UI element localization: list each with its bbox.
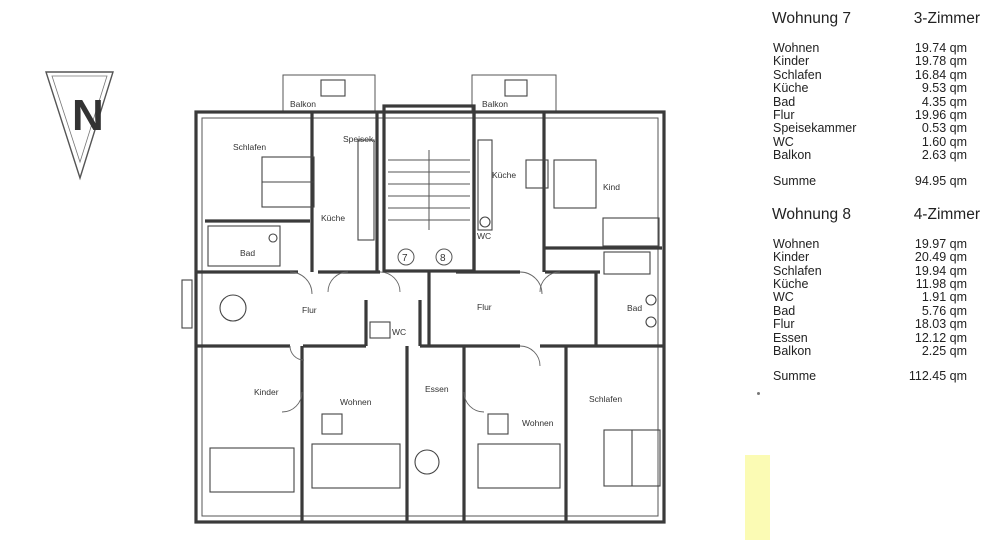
room-name: Balkon xyxy=(773,344,812,359)
room-area: 2.63 qm xyxy=(921,148,967,163)
room-name: Kinder xyxy=(773,54,810,69)
sum-row: Summe 94.95 qm xyxy=(773,173,967,188)
room-name: WC xyxy=(773,134,794,149)
room-area-row: Schlafen 19.94 qm xyxy=(770,263,992,278)
apartment-heading: Wohnung 8 4-Zimmer xyxy=(770,202,992,228)
label-wc-7: WC xyxy=(392,327,406,337)
room-area: 19.74 qm xyxy=(914,41,967,55)
room-area: 5.76 qm xyxy=(921,303,967,318)
room-area: 4.35 qm xyxy=(921,94,967,109)
label-wc-8: WC xyxy=(477,231,491,241)
room-area-row: Flur 19.96 qm xyxy=(770,107,992,122)
room-area: 16.84 qm xyxy=(914,67,967,82)
furniture xyxy=(181,139,661,493)
label-kueche-8: Küche xyxy=(492,170,516,180)
room-name: Bad xyxy=(773,94,796,109)
room-area-row: Schlafen 16.84 qm xyxy=(770,67,992,82)
label-balkon-right: Balkon xyxy=(482,99,508,109)
label-schlafen-8: Schlafen xyxy=(589,394,622,404)
scan-dot xyxy=(757,392,760,395)
room-area: 18.03 qm xyxy=(914,317,967,332)
apartment-name: Wohnung 8 xyxy=(772,205,851,223)
label-balkon-left: Balkon xyxy=(290,99,316,109)
svg-text:7: 7 xyxy=(402,253,408,264)
sum-row: Summe 112.45 qm xyxy=(773,369,967,384)
room-area-row: WC 1.60 qm xyxy=(770,134,992,149)
label-kinder: Kinder xyxy=(254,387,279,397)
label-schlafen-7: Schlafen xyxy=(233,142,266,152)
room-area-row: Küche 11.98 qm xyxy=(770,277,992,292)
room-name: Bad xyxy=(773,303,796,318)
room-area: 12.12 qm xyxy=(914,330,967,345)
floor-plan-drawing: N 7 8 xyxy=(45,71,666,524)
apartment-type: 3-Zimmer xyxy=(913,10,980,27)
label-flur-7: Flur xyxy=(302,305,317,315)
room-area-row: Balkon 2.63 qm xyxy=(770,148,992,163)
label-essen: Essen xyxy=(425,384,449,394)
apartment-type: 4-Zimmer xyxy=(913,205,980,223)
outer-walls xyxy=(194,110,666,524)
highlight-mark xyxy=(745,455,770,540)
label-speisek: Speisek. xyxy=(343,134,376,144)
room-name: Kinder xyxy=(773,250,810,265)
room-area: 1.91 qm xyxy=(921,290,967,305)
room-area-row: Essen 12.12 qm xyxy=(770,330,992,345)
room-area-row: Wohnen 19.97 qm xyxy=(770,236,992,251)
room-name: Schlafen xyxy=(773,263,822,278)
room-name: Wohnen xyxy=(773,41,820,55)
room-area: 2.25 qm xyxy=(921,344,967,359)
room-area: 0.53 qm xyxy=(921,121,967,136)
room-name: Küche xyxy=(773,81,809,96)
north-letter: N xyxy=(72,91,104,140)
label-flur-8: Flur xyxy=(477,302,492,312)
room-area-row: Wohnen 19.74 qm xyxy=(770,41,992,55)
label-wohnen-8: Wohnen xyxy=(522,418,554,428)
room-name: Küche xyxy=(773,277,809,292)
room-name: Flur xyxy=(773,317,795,332)
label-kind: Kind xyxy=(603,182,620,192)
north-arrow-icon: N xyxy=(45,71,114,181)
room-area: 19.96 qm xyxy=(914,107,967,122)
room-area-row: Kinder 20.49 qm xyxy=(770,250,992,265)
room-area-row: Speisekammer 0.53 qm xyxy=(770,121,992,136)
room-area-row: Küche 9.53 qm xyxy=(770,81,992,96)
room-area: 19.97 qm xyxy=(914,236,967,251)
room-name: Balkon xyxy=(773,148,812,163)
room-name: Essen xyxy=(773,330,808,345)
room-name: Flur xyxy=(773,107,795,122)
svg-text:8: 8 xyxy=(440,253,446,264)
room-area-row: Bad 4.35 qm xyxy=(770,94,992,109)
room-area-row: Bad 5.76 qm xyxy=(770,303,992,318)
room-area: 1.60 qm xyxy=(921,134,967,149)
room-area-row: WC 1.91 qm xyxy=(770,290,992,305)
room-area: 11.98 qm xyxy=(915,277,967,292)
room-name: WC xyxy=(773,290,794,305)
room-area: 20.49 qm xyxy=(914,250,967,265)
apartment-name: Wohnung 7 xyxy=(772,10,851,27)
stair-mark-7 xyxy=(397,248,415,266)
stair-mark-8 xyxy=(435,248,453,266)
room-name: Schlafen xyxy=(773,67,822,82)
room-name: Speisekammer xyxy=(773,121,857,136)
label-bad-7: Bad xyxy=(240,248,255,258)
room-area: 9.53 qm xyxy=(921,81,967,96)
label-kueche-7: Küche xyxy=(321,213,345,223)
area-legend: Wohnung 7 3-Zimmer Wohnen 19.74 qm Kinder 1… xyxy=(770,6,992,384)
label-bad-8: Bad xyxy=(627,303,642,313)
room-area: 19.78 qm xyxy=(914,54,967,69)
room-area-row: Kinder 19.78 qm xyxy=(770,54,992,69)
apartment-heading: Wohnung 7 3-Zimmer xyxy=(770,6,992,32)
room-area-row: Flur 18.03 qm xyxy=(770,317,992,332)
room-area-row: Balkon 2.25 qm xyxy=(770,344,992,359)
room-area: 19.94 qm xyxy=(914,263,967,278)
label-wohnen-7: Wohnen xyxy=(340,397,372,407)
room-name: Wohnen xyxy=(773,236,820,251)
